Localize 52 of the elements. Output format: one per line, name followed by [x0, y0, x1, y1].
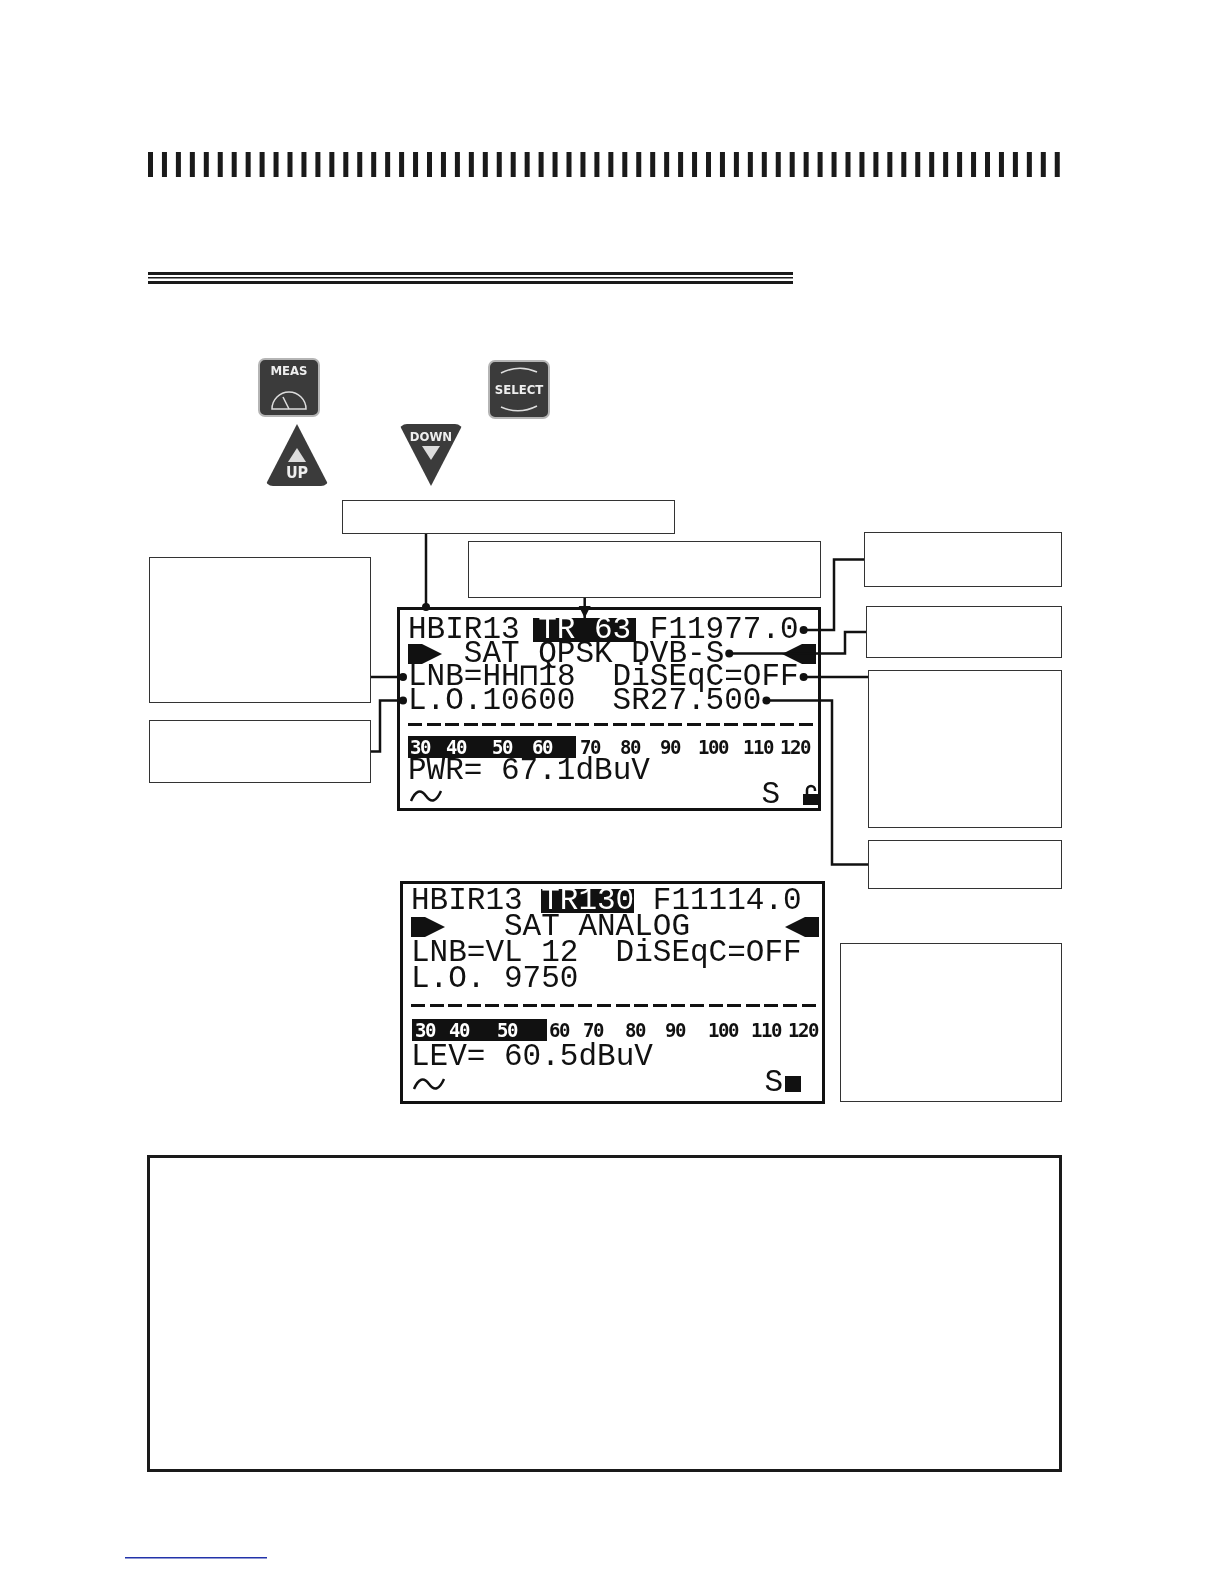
note-frame [147, 1155, 1062, 1472]
scale-number: 30 [410, 735, 430, 758]
lcd-screen [397, 607, 821, 811]
scale-number: 80 [625, 1019, 645, 1041]
callout-box [149, 557, 371, 703]
lcd-text: L.O. 9750 [411, 967, 579, 991]
lcd-screen [400, 881, 825, 1104]
scale-number: 60 [549, 1019, 569, 1041]
leader-line [725, 630, 866, 658]
callout-box [866, 606, 1062, 658]
lcd-text: F11977.0 [644, 618, 804, 642]
scale-number: 90 [665, 1019, 685, 1041]
scale-number: 90 [660, 735, 680, 758]
leader-line [799, 673, 868, 681]
leader-line [578, 598, 591, 618]
scale-number: 110 [743, 735, 773, 758]
lcd-text: HBIR13 [411, 889, 523, 913]
scale-number: 40 [446, 735, 466, 758]
scale-number: 80 [620, 735, 640, 758]
scale-number: 50 [492, 735, 512, 758]
lcd-text: LNB=VL 12 [411, 941, 579, 965]
leader-line [371, 673, 407, 681]
down-key: DOWN [399, 424, 463, 486]
callout-box [868, 670, 1062, 828]
up-key: UP [265, 424, 329, 486]
leader-line [371, 696, 407, 753]
scale-number: 70 [583, 1019, 603, 1041]
scale-number: 120 [780, 735, 810, 758]
callout-box [342, 500, 675, 534]
leader-line [762, 696, 868, 866]
lcd-text: SAT ANALOG [504, 915, 691, 939]
lcd-text: F11114.0 [652, 889, 802, 913]
callout-box [864, 532, 1062, 587]
scale-number: 100 [698, 735, 728, 758]
callout-box [868, 840, 1062, 889]
select-key: SELECT [488, 360, 550, 419]
lcd-text: HBIR13 [408, 618, 520, 642]
scale-number: 30 [415, 1019, 435, 1041]
scale-number: 40 [449, 1019, 469, 1041]
callout-box [149, 720, 371, 783]
callout-box [468, 541, 821, 598]
lcd-text: S [764, 1071, 783, 1095]
scale-number: 50 [497, 1019, 517, 1041]
scale-number: 100 [708, 1019, 738, 1041]
lcd-text: S [761, 782, 780, 807]
scale-number: 60 [532, 735, 552, 758]
meas-key: MEAS [258, 358, 320, 417]
scale-number: 110 [751, 1019, 781, 1041]
lcd-text: L.O.10600 [403, 688, 581, 713]
callout-box [840, 943, 1062, 1102]
scale-number: 120 [788, 1019, 818, 1041]
leader-line [799, 558, 864, 634]
